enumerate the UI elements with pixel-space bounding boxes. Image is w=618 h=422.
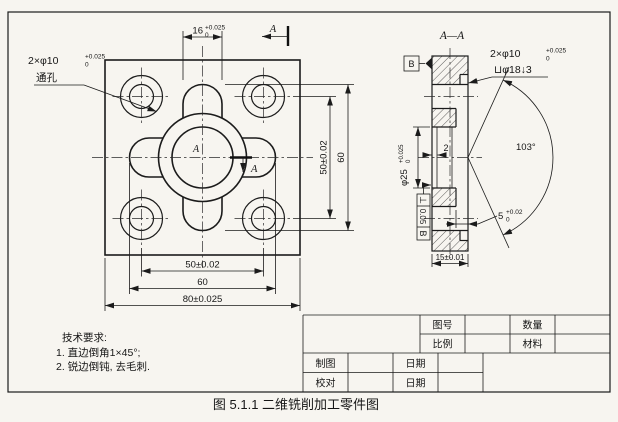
section-letter-top: A: [269, 24, 277, 35]
holes-callout: 2×φ10 +0.025 0 通孔: [28, 54, 157, 112]
svg-text:50±0.02: 50±0.02: [185, 260, 219, 271]
fcf-symbol: ⊥: [418, 196, 428, 204]
tech-req-item-1: 1. 直边倒角1×45°;: [56, 346, 140, 359]
svg-text:16: 16: [192, 26, 203, 37]
label-scale: 比例: [433, 338, 453, 351]
label-drawing-no: 图号: [433, 320, 453, 332]
datum-triangle: [425, 57, 432, 70]
svg-text:+0.025: +0.025: [85, 54, 105, 61]
svg-text:60: 60: [336, 152, 347, 163]
svg-text:0: 0: [85, 62, 89, 69]
svg-text:60: 60: [197, 277, 208, 288]
label-quantity: 数量: [523, 319, 543, 332]
svg-text:+0.025: +0.025: [546, 48, 566, 55]
section-view: A—A: [399, 30, 566, 267]
svg-text:0: 0: [205, 32, 209, 39]
section-letter-mid: A: [250, 164, 258, 175]
counterbore-callout: 2×φ10 +0.025 0 ⊔φ18↓3: [468, 48, 566, 84]
dim-right-50: 50±0.02: [293, 96, 336, 219]
dim-bore-25: φ25 +0.025 0: [399, 126, 430, 189]
svg-text:0: 0: [546, 56, 550, 63]
dim-bottom-60: 60: [129, 163, 276, 294]
angle-label: 103°: [516, 142, 536, 153]
svg-text:0: 0: [506, 217, 510, 224]
counterbore-note: ⊔φ18↓3: [494, 64, 532, 76]
bore-label: φ25: [399, 169, 410, 186]
dim-right-60: 60: [225, 84, 354, 231]
svg-text:15±0.01: 15±0.01: [436, 253, 465, 262]
label-date2: 日期: [406, 378, 426, 390]
tech-req-title: 技术要求:: [62, 331, 107, 344]
tech-req-item-2: 2. 锐边倒钝, 去毛刺.: [56, 360, 150, 373]
dim-slot-width-16: 16 +0.025 0: [182, 25, 225, 80]
section-title: A—A: [439, 30, 465, 42]
datum-b: B: [403, 55, 432, 72]
dim-step-2: 2: [422, 143, 449, 158]
section-holes-label: 2×φ10: [490, 48, 521, 60]
label-date1: 日期: [406, 358, 426, 370]
label-checker: 校对: [316, 377, 336, 390]
fcf-value: 0.05: [418, 209, 427, 225]
svg-text:80±0.025: 80±0.025: [183, 294, 223, 305]
datum-b-label: B: [408, 59, 414, 69]
svg-text:0: 0: [406, 159, 412, 163]
label-drafter: 制图: [316, 357, 336, 370]
svg-text:2: 2: [443, 143, 448, 153]
tech-requirements: 技术要求: 1. 直边倒角1×45°; 2. 锐边倒钝, 去毛刺.: [56, 331, 150, 373]
section-cut-marks: A A A: [192, 24, 290, 175]
holes-label: 2×φ10: [28, 55, 59, 67]
label-material: 材料: [523, 338, 543, 351]
svg-text:50±0.02: 50±0.02: [319, 140, 330, 174]
figure-caption: 图 5.1.1 二维铣削加工零件图: [213, 397, 379, 412]
title-block-grid: [302, 314, 610, 392]
dim-depth-5: 5 +0.02 0: [446, 209, 523, 228]
dim-bottom-80: 80±0.025: [104, 258, 301, 311]
svg-text:+0.02: +0.02: [506, 209, 523, 216]
sheet-border: [7, 11, 611, 393]
svg-text:+0.025: +0.025: [399, 144, 405, 163]
holes-leader: [83, 84, 157, 112]
svg-text:+0.025: +0.025: [205, 25, 225, 32]
fcf-datum: B: [418, 230, 428, 236]
fcf-perpendicularity: ⊥ 0.05 B: [416, 182, 431, 241]
angle-103: 103°: [467, 66, 554, 249]
through-hole-label: 通孔: [36, 71, 57, 84]
title-block: 图号 数量 比例 材料 制图 日期 校对 日期: [302, 314, 610, 392]
main-centerlines: [92, 46, 313, 268]
dim-bottom-50: 50±0.02: [141, 248, 264, 277]
svg-text:5: 5: [498, 211, 503, 222]
dim-thickness-15: 15±0.01: [431, 253, 469, 267]
section-letter-center: A: [192, 144, 200, 155]
counterbore-leader: [468, 76, 493, 84]
main-view: A A A 16 +0.025 0 2×φ10 +0.025 0 通孔: [28, 24, 354, 311]
